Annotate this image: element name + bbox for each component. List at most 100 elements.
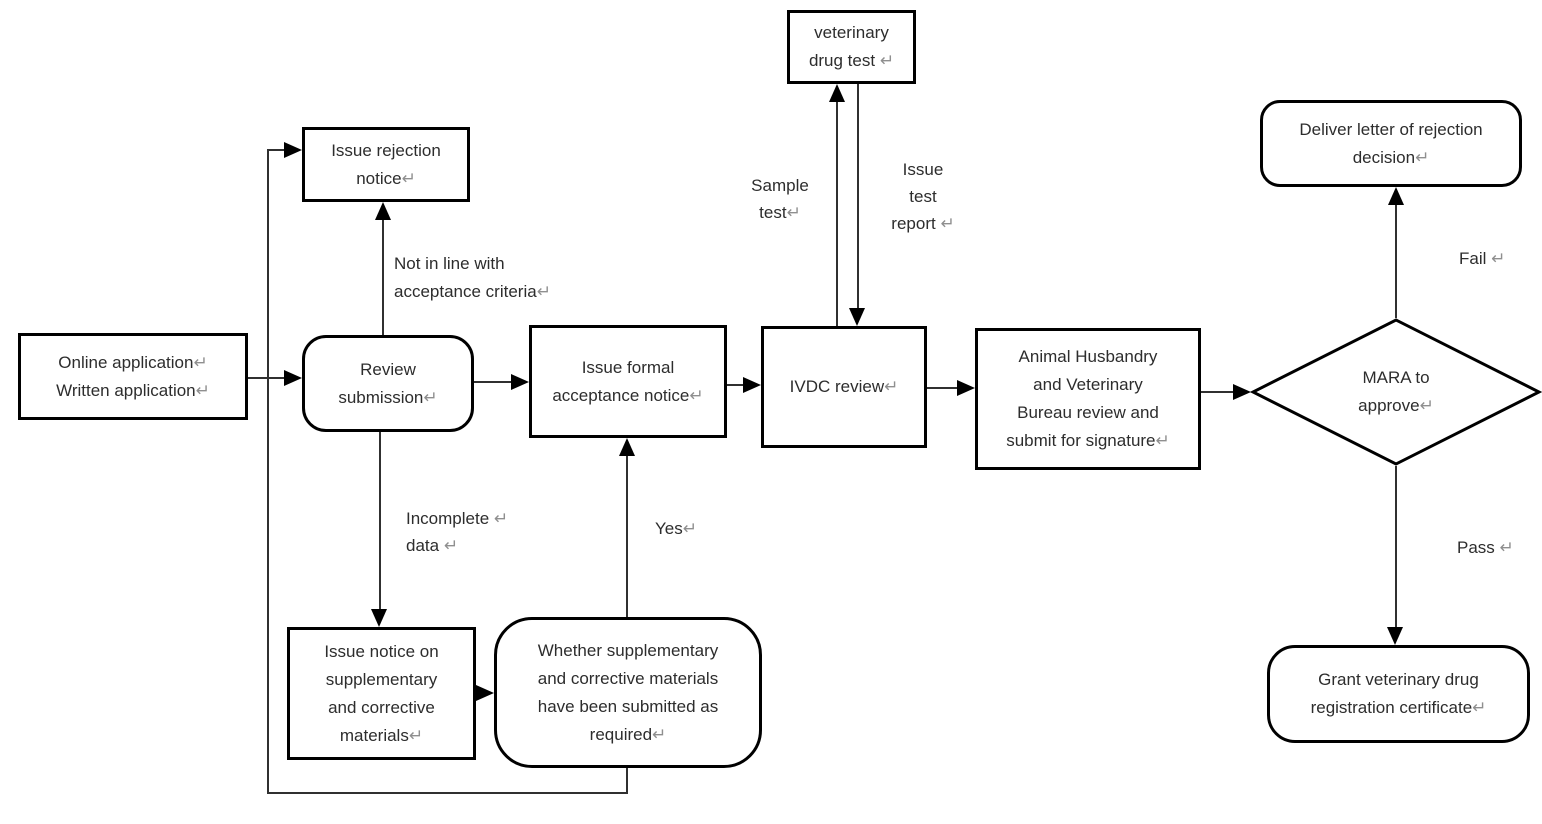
text-line: Animal Husbandry — [1006, 343, 1170, 371]
node-whether-supplementary-submitted: Whether supplementary and corrective mate… — [494, 617, 762, 768]
text-line: decision↵ — [1299, 144, 1482, 172]
connector-review-rejection — [382, 220, 384, 335]
label-text: decision — [1352, 147, 1416, 167]
arrowhead-mara-deliver-icon — [1388, 187, 1404, 205]
label-text: Animal Husbandry — [1018, 347, 1158, 366]
label-text: supplementary — [325, 669, 438, 689]
text-line: and Veterinary — [1006, 371, 1170, 399]
label-text: Fail — [1459, 249, 1487, 268]
connector-vettest-ivdc — [857, 84, 859, 308]
connector-animal-mara — [1201, 391, 1233, 393]
text-line: Bureau review and — [1006, 399, 1170, 427]
label-text: and Veterinary — [1033, 375, 1143, 394]
label-text: Not in line with — [394, 254, 505, 273]
label-text: submission — [338, 387, 424, 407]
text-line: Issue — [884, 156, 962, 183]
text-block: Incomplete ↵data ↵ — [406, 505, 508, 559]
node-issue-rejection-notice: Issue rejection notice↵ — [302, 127, 470, 202]
return-mark-icon: ↵ — [786, 203, 801, 222]
text-line: IVDC review↵ — [790, 373, 899, 401]
label-text: materials — [339, 725, 409, 745]
node-deliver-rejection-decision: Deliver letter of rejection decision↵ — [1260, 100, 1522, 187]
return-mark-icon: ↵ — [408, 725, 424, 745]
text-block: Yes↵ — [655, 515, 697, 543]
text-block: Pass ↵ — [1457, 534, 1514, 562]
arrowhead-ivdc-animal-icon — [957, 380, 975, 396]
text-line: submission↵ — [338, 384, 437, 412]
return-mark-icon: ↵ — [489, 509, 509, 528]
text-block: Not in line with acceptance criteria↵ — [394, 250, 551, 306]
text-line: Yes↵ — [655, 515, 697, 543]
arrowhead-loop-rejection-icon — [284, 142, 302, 158]
arrowhead-animal-mara-icon — [1233, 384, 1251, 400]
arrowhead-review-supplementary-icon — [371, 609, 387, 627]
label-text: Issue rejection — [331, 140, 441, 160]
text-line: Whether supplementary — [538, 637, 719, 665]
text-block: Issue notice on supplementary and correcti… — [324, 638, 438, 750]
label-text: Deliver letter of rejection — [1299, 119, 1483, 139]
label-text: MARA to — [1362, 368, 1430, 387]
label-text: acceptance criteria — [394, 282, 537, 301]
node-review-submission: Review submission↵ — [302, 335, 474, 432]
text-line: notice↵ — [331, 165, 441, 193]
connector-ivdc-vettest — [836, 102, 838, 326]
text-line: required↵ — [538, 721, 719, 749]
text-line: Online application↵ — [56, 349, 210, 377]
text-line: acceptance criteria↵ — [394, 278, 551, 306]
return-mark-icon: ↵ — [439, 536, 459, 555]
text-block: Review submission↵ — [338, 356, 437, 412]
return-mark-icon: ↵ — [195, 380, 210, 400]
node-online-written-application: Online application↵ Written application↵ — [18, 333, 248, 420]
text-line: Issue rejection — [331, 137, 441, 165]
connector-mara-deliver — [1395, 205, 1397, 318]
label-text: Review — [360, 359, 416, 379]
text-line: and corrective materials — [538, 665, 719, 693]
connector-loop-top — [267, 149, 284, 151]
return-mark-icon: ↵ — [682, 519, 697, 538]
text-block: Sample test↵ — [743, 172, 817, 226]
text-line: test↵ — [743, 199, 817, 226]
return-mark-icon: ↵ — [1415, 147, 1430, 167]
label-text: test — [759, 203, 787, 222]
connector-review-supplementary — [379, 432, 381, 609]
label-text: and corrective materials — [537, 668, 719, 688]
text-line: report ↵ — [884, 210, 962, 237]
label-text: Written application — [56, 380, 196, 400]
label-text: Incomplete — [406, 509, 490, 528]
label-text: Yes — [655, 519, 683, 538]
text-line: drug test ↵ — [809, 47, 894, 75]
text-line: test — [884, 183, 962, 210]
label-text: veterinary — [814, 23, 889, 42]
label-text: submit for signature — [1006, 431, 1156, 450]
text-line: Issue notice on — [324, 638, 438, 666]
label-text: report — [891, 214, 936, 233]
label-text: and corrective — [328, 697, 435, 717]
text-line: Deliver letter of rejection — [1299, 116, 1482, 144]
text-line: Review — [338, 356, 437, 384]
label-text: Pass — [1457, 538, 1495, 557]
label-text: Issue formal — [581, 357, 675, 377]
connector-ivdc-animal — [927, 387, 957, 389]
arrowhead-ivdc-vettest-icon — [829, 84, 845, 102]
return-mark-icon: ↵ — [536, 282, 551, 301]
label-text: Issue notice on — [324, 641, 439, 661]
label-text: required — [589, 724, 653, 744]
arrowhead-supplementary-whether-icon — [476, 685, 494, 701]
arrowhead-mara-grant-icon — [1387, 627, 1403, 645]
connector-formal-ivdc — [727, 384, 743, 386]
text-line: and corrective — [324, 694, 438, 722]
arrowhead-formal-ivdc-icon — [743, 377, 761, 393]
label-text: Sample — [751, 176, 809, 195]
text-line: have been submitted as — [538, 693, 719, 721]
edge-label-incomplete-data: Incomplete ↵data ↵ — [406, 505, 508, 559]
node-ivdc-review: IVDC review↵ — [761, 326, 927, 448]
edge-label-pass: Pass ↵ — [1457, 534, 1514, 562]
text-line: data ↵ — [406, 532, 508, 559]
